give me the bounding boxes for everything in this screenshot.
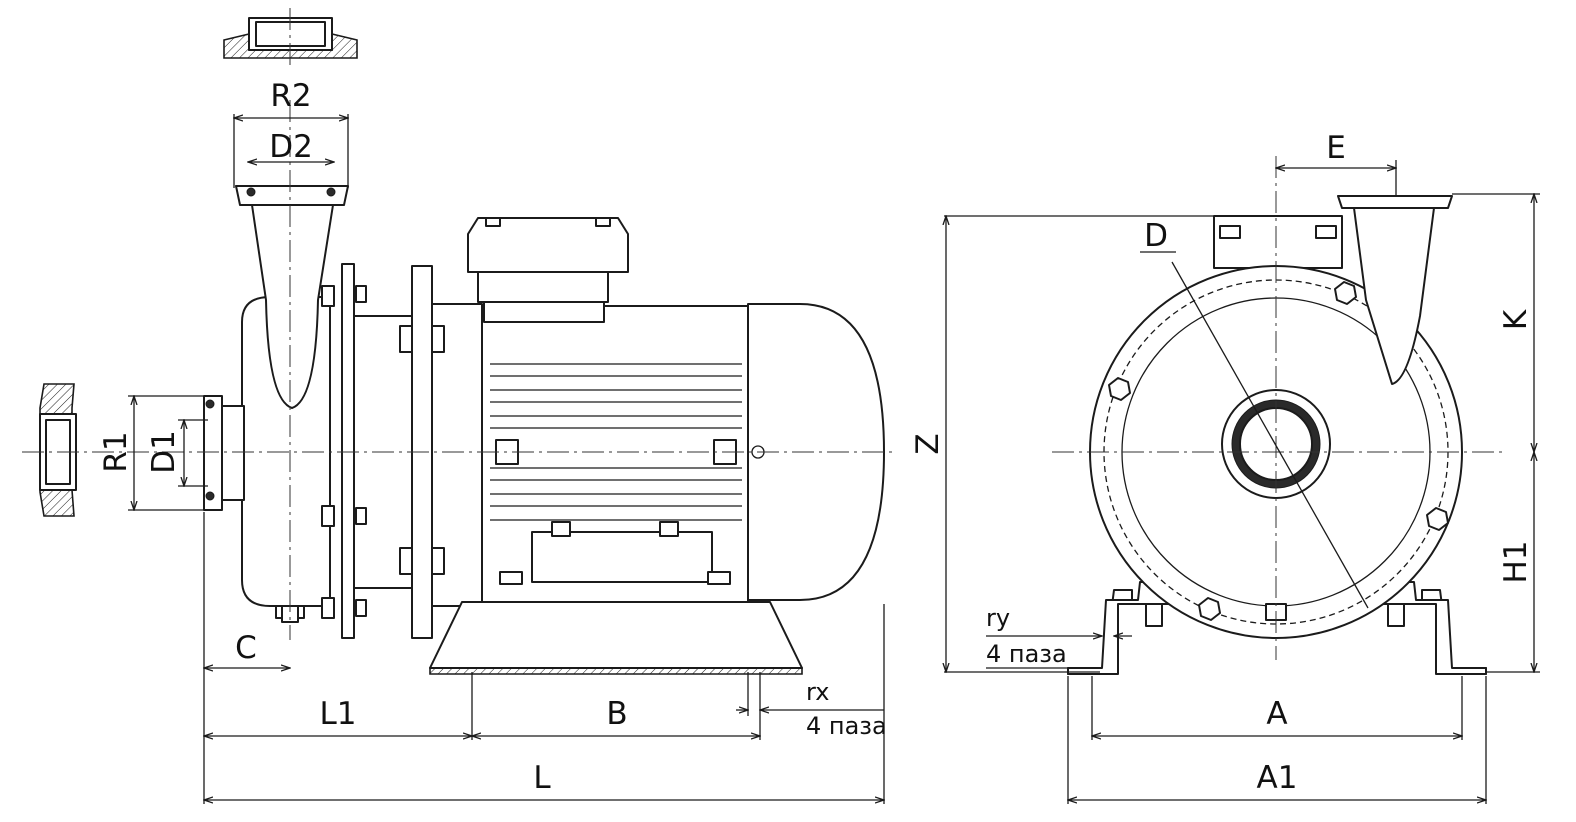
side-view: [22, 8, 892, 804]
label-L1: L1: [320, 696, 357, 732]
label-C: C: [235, 630, 257, 666]
label-L: L: [533, 760, 551, 796]
adapter-flanges: [321, 263, 483, 639]
label-A: A: [1266, 696, 1287, 732]
base-stand: [429, 601, 803, 675]
label-D1: D1: [146, 430, 182, 474]
side-dimensions: [128, 114, 884, 804]
electric-motor: [467, 217, 885, 603]
label-E: E: [1326, 130, 1346, 166]
front-dimensions: [944, 160, 1540, 804]
label-R2: R2: [270, 78, 311, 114]
front-view: [1052, 156, 1504, 675]
label-slots-x: 4 паза: [806, 712, 887, 740]
label-R1: R1: [98, 431, 134, 472]
inlet-clamp-fitting-detail: [22, 383, 96, 517]
label-A1: A1: [1257, 760, 1298, 796]
label-H1: H1: [1498, 540, 1534, 583]
label-Z: Z: [910, 433, 946, 454]
label-rx: rx: [806, 678, 829, 706]
label-D2: D2: [269, 129, 313, 165]
label-slots-y: 4 паза: [986, 640, 1067, 668]
label-D: D: [1144, 218, 1168, 254]
label-K: K: [1498, 309, 1534, 330]
label-B: B: [606, 696, 627, 732]
pump-volute-body: [203, 185, 349, 623]
label-ry: ry: [986, 604, 1010, 632]
outlet-clamp-fitting-detail: [223, 8, 358, 66]
